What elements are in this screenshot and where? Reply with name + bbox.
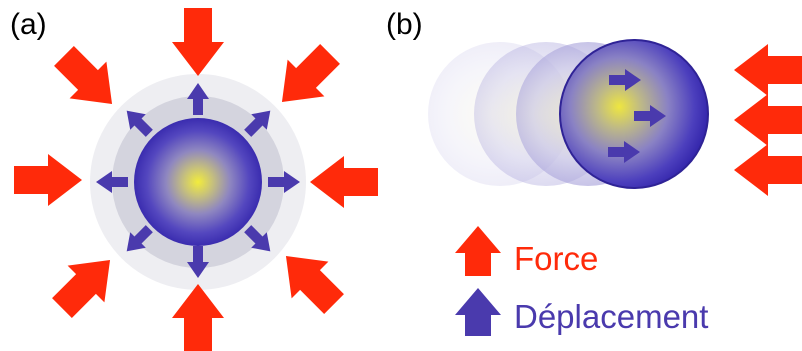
legend-displacement-label: Déplacement [514, 298, 708, 335]
displacement-legend-icon [455, 288, 501, 336]
legend: Force Déplacement [455, 226, 708, 336]
legend-item-displacement: Déplacement [455, 288, 708, 336]
force-arrow-bottom [172, 284, 224, 351]
force-arrow-b-top [734, 44, 802, 96]
force-arrows-b [734, 44, 802, 196]
compressed-sphere [134, 118, 262, 246]
force-legend-icon [455, 226, 501, 276]
legend-force-label: Force [514, 240, 598, 277]
force-arrow-top-left [45, 37, 131, 123]
force-arrow-b-bottom [734, 144, 802, 196]
force-arrow-left [14, 154, 82, 206]
legend-item-force: Force [455, 226, 598, 277]
force-arrow-top [172, 8, 224, 76]
panel-b-label: (b) [386, 8, 423, 41]
force-arrow-right [310, 156, 378, 208]
force-arrow-bottom-left [43, 241, 129, 327]
panel-b-sphere-trail [428, 39, 709, 189]
panel-a-label: (a) [10, 8, 47, 41]
force-arrow-b-middle [734, 94, 802, 146]
